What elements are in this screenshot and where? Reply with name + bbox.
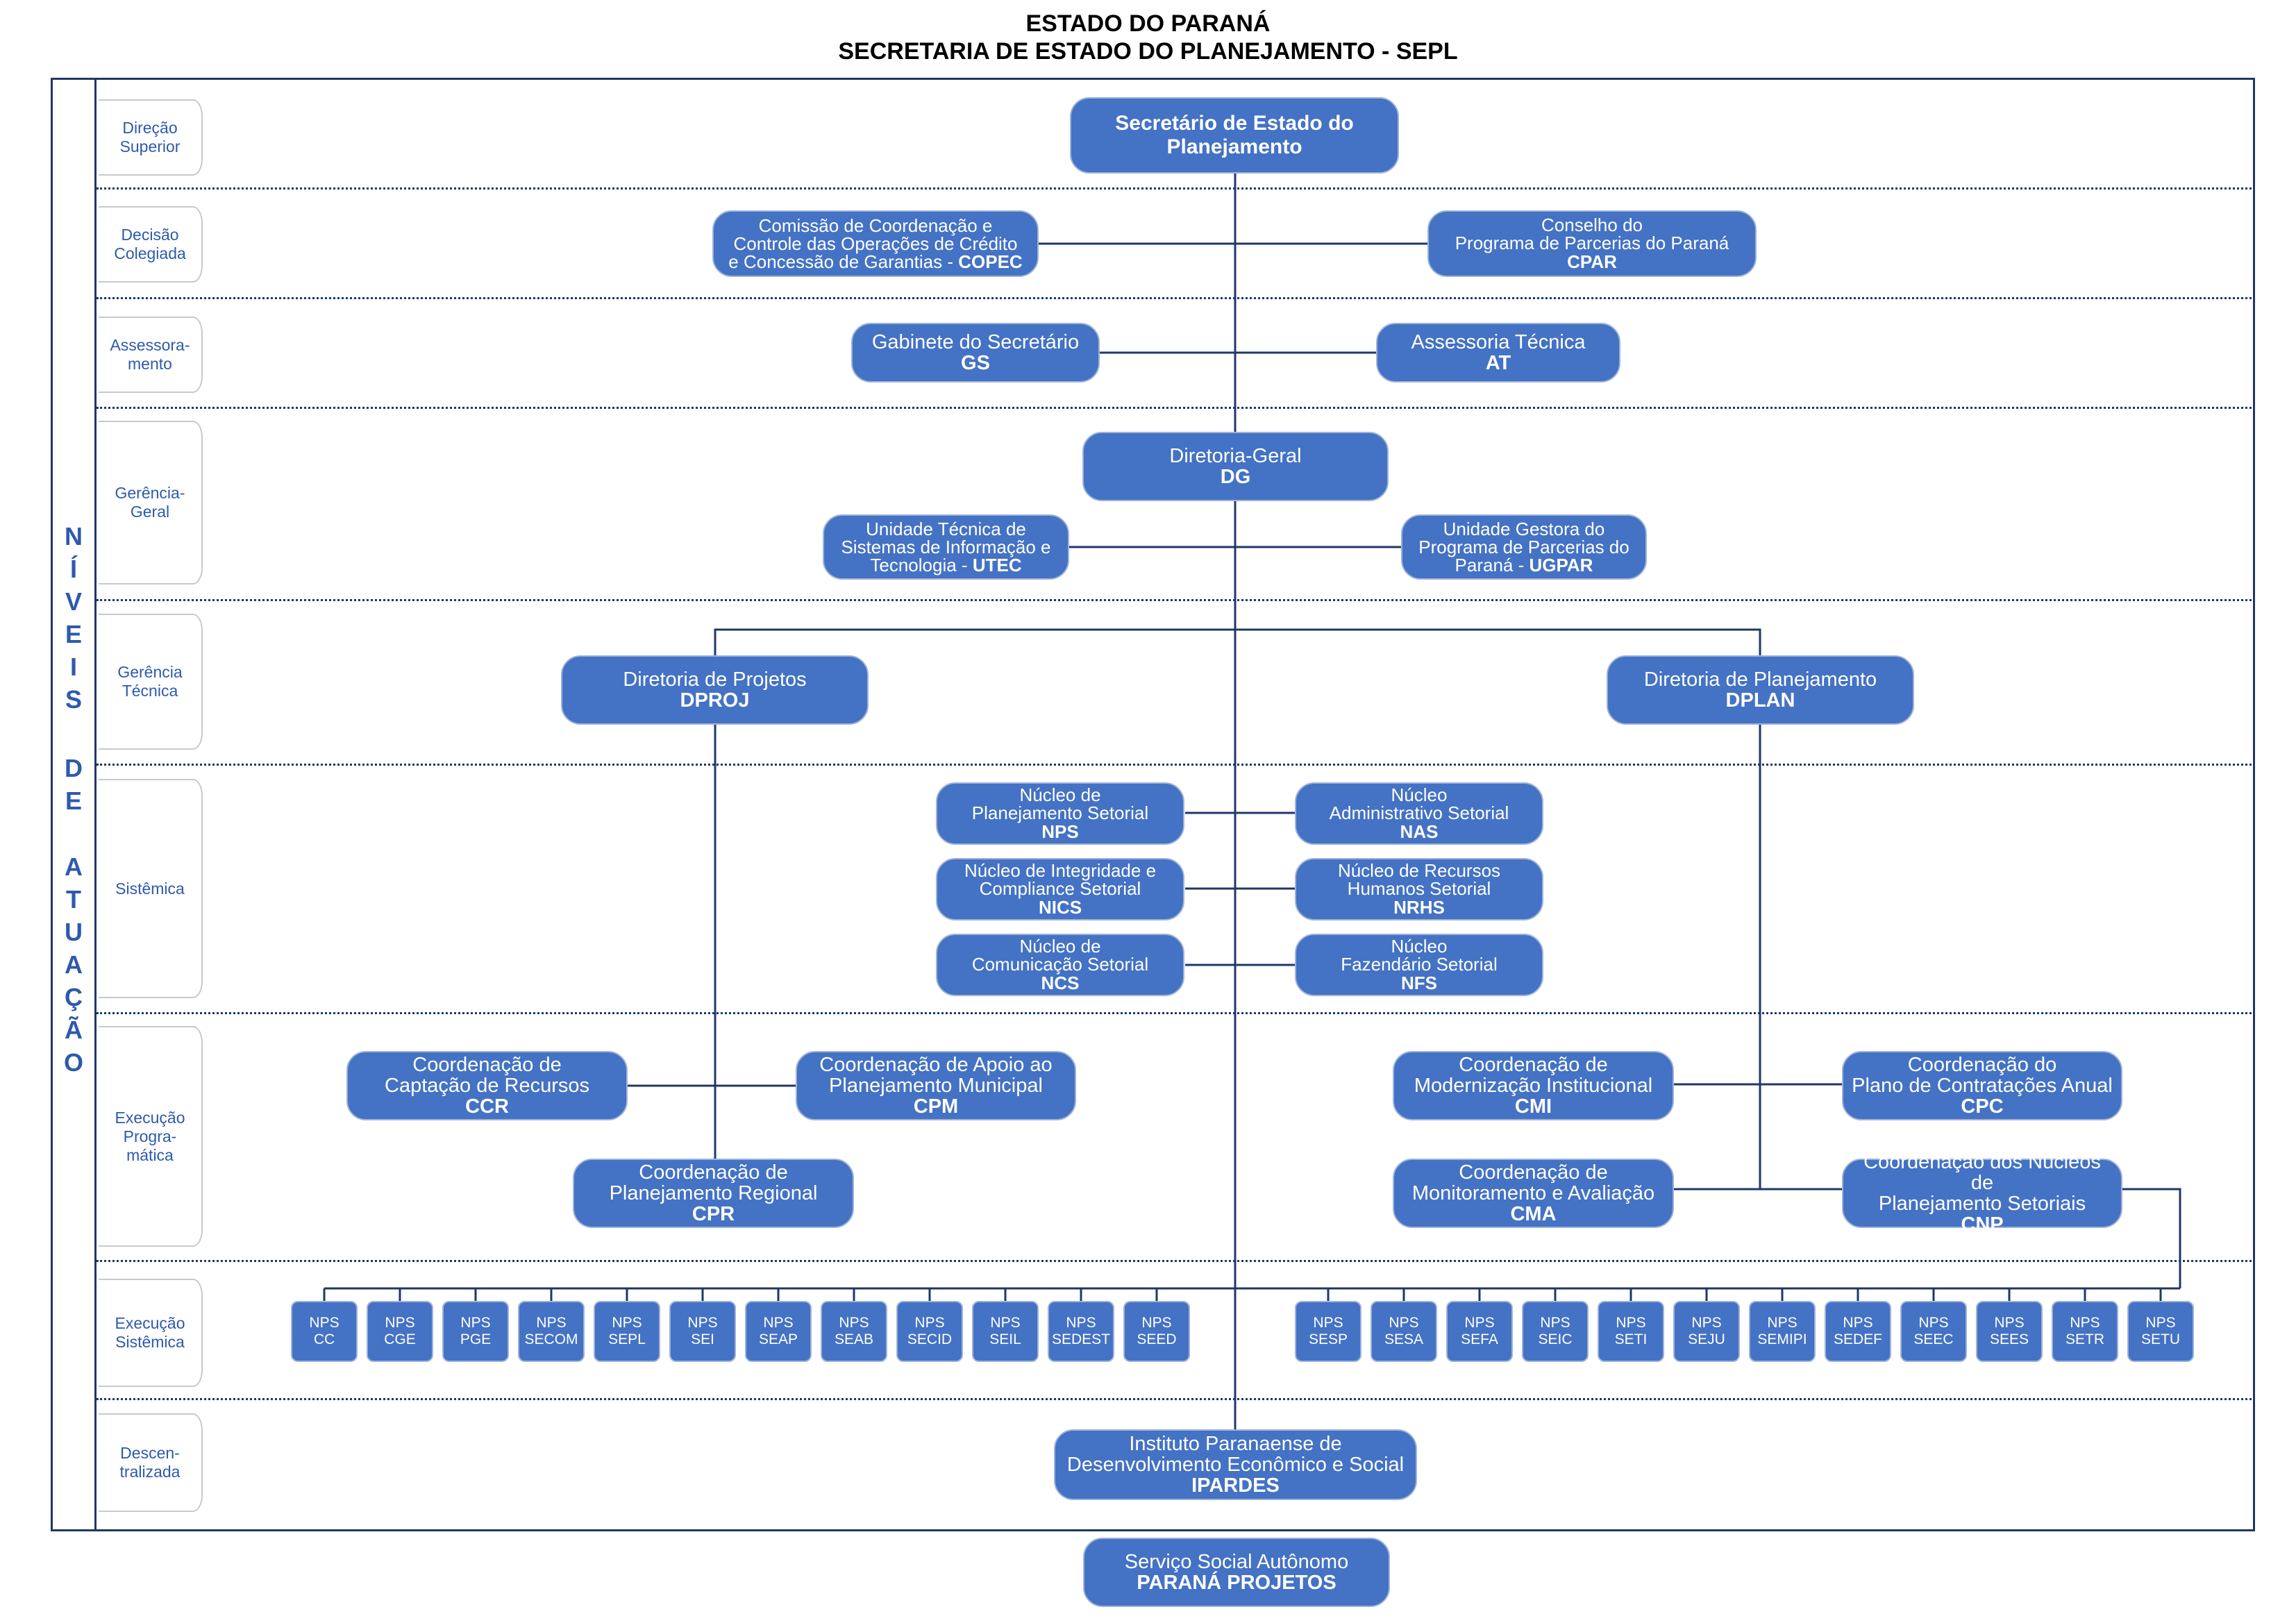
vertical-label-letter: Ã bbox=[65, 1016, 83, 1044]
level-label-sistemica: Sistêmica bbox=[99, 779, 203, 998]
cnp-down-line bbox=[2122, 1188, 2181, 1288]
row-separator bbox=[97, 1398, 2255, 1400]
level-label-descentralizada: Descen- tralizada bbox=[99, 1413, 203, 1512]
unit-cpc[interactable]: Coordenação do Plano de Contratações Anu… bbox=[1842, 1051, 2122, 1120]
row-separator bbox=[97, 187, 2255, 190]
unit-cmi[interactable]: Coordenação de Modernização Instituciona… bbox=[1393, 1051, 1674, 1120]
unit-dplan[interactable]: Diretoria de Planejamento DPLAN bbox=[1607, 655, 1914, 725]
vertical-label-letter: N bbox=[65, 522, 83, 550]
unit-nfs[interactable]: Núcleo Fazendário Setorial NFS bbox=[1295, 934, 1543, 996]
unit-ugpar[interactable]: Unidade Gestora do Programa de Parcerias… bbox=[1401, 514, 1647, 580]
vertical-label-letter: A bbox=[65, 950, 83, 979]
level-label-gerencia-tecnica: Gerência Técnica bbox=[99, 614, 203, 750]
vertical-label-letter: Í bbox=[69, 555, 77, 583]
unit-cnp[interactable]: Coordenação dos Núcleos de Planejamento … bbox=[1842, 1152, 2122, 1235]
header-state: ESTADO DO PARANÁ bbox=[1025, 10, 1271, 37]
unit-at[interactable]: Assessoria Técnica AT bbox=[1376, 323, 1620, 382]
level-label-decisao-colegiada: Decisão Colegiada bbox=[99, 206, 203, 283]
level-label-direcao-superior: Direção Superior bbox=[99, 99, 203, 176]
vertical-label-letter: Ç bbox=[65, 983, 83, 1011]
unit-nps[interactable]: Núcleo de Planejamento Setorial NPS bbox=[936, 782, 1184, 845]
unit-nrhs[interactable]: Núcleo de Recursos Humanos Setorial NRHS bbox=[1295, 858, 1543, 920]
unit-dg[interactable]: Diretoria-Geral DG bbox=[1082, 432, 1389, 501]
unit-gs[interactable]: Gabinete do Secretário GS bbox=[851, 323, 1100, 382]
vertical-label-letter: T bbox=[66, 885, 81, 914]
row-separator bbox=[97, 599, 2255, 601]
unit-ipardes[interactable]: Instituto Paranaense de Desenvolvimento … bbox=[1054, 1429, 1417, 1500]
unit-cpr[interactable]: Coordenação de Planejamento Regional CPR bbox=[573, 1159, 854, 1228]
level-label-assessoramento: Assessora- mento bbox=[99, 317, 203, 393]
row-separator bbox=[97, 1012, 2255, 1014]
unit-parana-projetos[interactable]: Serviço Social Autônomo PARANÁ PROJETOS bbox=[1083, 1538, 1390, 1607]
unit-ccr[interactable]: Coordenação de Captação de Recursos CCR bbox=[346, 1051, 628, 1120]
vertical-label-letter: A bbox=[65, 852, 83, 881]
vertical-label-letter: S bbox=[65, 685, 82, 714]
unit-ncs[interactable]: Núcleo de Comunicação Setorial NCS bbox=[936, 934, 1184, 996]
unit-cpm[interactable]: Coordenação de Apoio ao Planejamento Mun… bbox=[796, 1051, 1076, 1120]
unit-dproj[interactable]: Diretoria de Projetos DPROJ bbox=[561, 655, 869, 725]
row-separator bbox=[97, 407, 2255, 409]
unit-cma[interactable]: Coordenação de Monitoramento e Avaliação… bbox=[1393, 1159, 1674, 1228]
unit-nics[interactable]: Núcleo de Integridade e Compliance Setor… bbox=[936, 858, 1184, 920]
unit-cpar[interactable]: Conselho do Programa de Parcerias do Par… bbox=[1427, 210, 1757, 277]
vertical-label-letter: D bbox=[65, 754, 83, 782]
row-separator bbox=[97, 1260, 2255, 1262]
vertical-label-letter: I bbox=[69, 653, 77, 681]
diretorias-branch-line bbox=[714, 628, 1761, 714]
vertical-label-letter: E bbox=[65, 787, 82, 815]
vertical-label-letter: V bbox=[65, 587, 82, 616]
level-label-execucao-sistemica: Execução Sistêmica bbox=[99, 1279, 203, 1387]
header-secretariat: SECRETARIA DE ESTADO DO PLANEJAMENTO - S… bbox=[838, 38, 1458, 65]
chart-frame bbox=[51, 78, 2255, 1531]
levels-column bbox=[51, 78, 97, 1531]
unit-secretario[interactable]: Secretário de Estado do Planejamento bbox=[1070, 97, 1399, 174]
unit-utec[interactable]: Unidade Técnica de Sistemas de Informaçã… bbox=[823, 514, 1069, 580]
level-label-execucao-programatica: Execução Progra- mática bbox=[99, 1026, 203, 1247]
vertical-label-letter: O bbox=[63, 1048, 83, 1077]
row-separator bbox=[97, 297, 2255, 299]
vertical-label-letter: E bbox=[65, 620, 82, 648]
unit-nas[interactable]: Núcleo Administrativo Setorial NAS bbox=[1295, 782, 1543, 845]
row-separator bbox=[97, 764, 2255, 766]
vertical-label-letter: U bbox=[65, 918, 83, 946]
unit-copec[interactable]: Comissão de Coordenação e Controle das O… bbox=[712, 210, 1039, 277]
level-label-gerencia-geral: Gerência- Geral bbox=[99, 421, 203, 585]
page-header: ESTADO DO PARANÁ SECRETARIA DE ESTADO DO… bbox=[0, 10, 2296, 65]
